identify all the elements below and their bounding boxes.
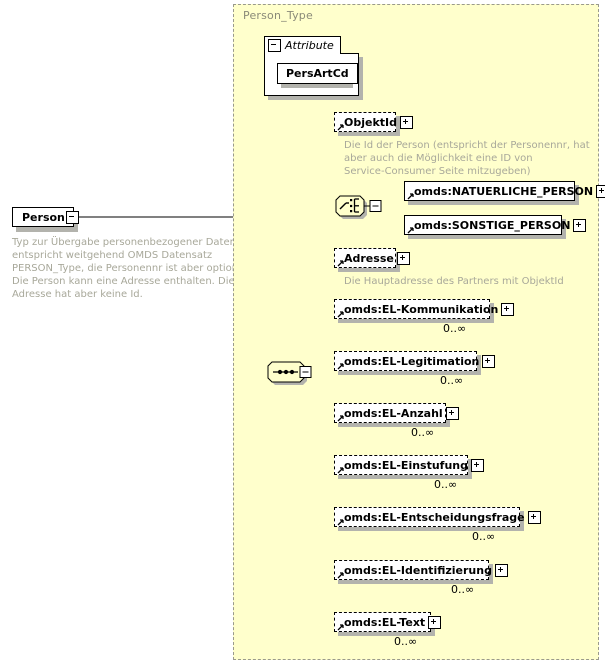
element-label: Adresse (344, 251, 394, 265)
element-node-el-kommunikation[interactable]: omds:EL-Kommunikation (334, 299, 515, 319)
element-node-sonstige-person[interactable]: omds:SONSTIGE_PERSON (404, 215, 587, 235)
element-label: omds:EL-Identifizierung (344, 563, 492, 577)
element-node-el-identifizierung[interactable]: omds:EL-Identifizierung (334, 560, 508, 580)
cardinality-label: 0..∞ (411, 426, 435, 439)
element-label: ObjektId (344, 115, 397, 129)
element-node-el-legitimation[interactable]: omds:EL-Legitimation (334, 351, 496, 371)
element-annotation-objektid: Die Id der Person (entspricht der Person… (344, 140, 590, 177)
person-collapse-toggle[interactable] (66, 211, 79, 224)
expand-toggle-icon[interactable] (596, 184, 605, 198)
expand-toggle-icon[interactable] (471, 458, 485, 472)
expand-toggle-icon[interactable] (573, 218, 587, 232)
expand-toggle-icon[interactable] (527, 510, 541, 524)
root-element-annotation: Typ zur Übergabe personenbezogener Daten… (12, 237, 251, 300)
choice-compositor[interactable] (333, 194, 382, 219)
expand-toggle-icon[interactable] (396, 251, 410, 265)
expand-toggle-icon[interactable] (482, 354, 496, 368)
element-node-el-einstufung[interactable]: omds:EL-Einstufung (334, 455, 485, 475)
cardinality-label: 0..∞ (394, 635, 418, 648)
attribute-group-header[interactable]: Attribute (264, 36, 341, 54)
element-label: omds:EL-Entscheidungsfrage (344, 510, 525, 524)
attribute-item-label: PersArtCd (286, 67, 349, 80)
root-element-person[interactable]: Person (12, 207, 74, 227)
type-container-person-type (233, 4, 599, 660)
expand-toggle-icon[interactable] (494, 563, 508, 577)
element-node-el-text[interactable]: omds:EL-Text (334, 612, 442, 632)
element-label: omds:EL-Legitimation (344, 354, 480, 368)
type-container-title: Person_Type (243, 9, 313, 22)
cardinality-label: 0..∞ (472, 530, 496, 543)
element-label: omds:SONSTIGE_PERSON (414, 218, 571, 232)
element-label: omds:EL-Text (344, 615, 426, 629)
expand-toggle-icon[interactable] (400, 115, 413, 129)
cardinality-label: 0..∞ (440, 374, 464, 387)
expand-toggle-icon[interactable] (445, 406, 459, 420)
element-annotation-adresse: Die Hauptadresse des Partners mit Objekt… (344, 276, 564, 287)
element-label: omds:EL-Anzahl (344, 406, 443, 420)
root-element-label: Person (22, 210, 65, 224)
element-node-objektid[interactable]: ObjektId (334, 112, 413, 132)
attribute-group-label: Attribute (285, 39, 334, 52)
cardinality-label: 0..∞ (434, 478, 458, 491)
sequence-compositor[interactable] (265, 360, 312, 385)
element-node-adresse[interactable]: Adresse (334, 248, 410, 268)
element-node-el-anzahl[interactable]: omds:EL-Anzahl (334, 403, 459, 423)
element-label: omds:NATUERLICHE_PERSON (414, 184, 594, 198)
cardinality-label: 0..∞ (451, 583, 475, 596)
cardinality-label: 0..∞ (443, 322, 467, 335)
element-label: omds:EL-Einstufung (344, 458, 469, 472)
element-label: omds:EL-Kommunikation (344, 302, 499, 316)
attribute-item-persartcd[interactable]: PersArtCd (277, 63, 358, 84)
element-node-el-entscheidungsfrage[interactable]: omds:EL-Entscheidungsfrage (334, 507, 541, 527)
element-node-natuerliche-person[interactable]: omds:NATUERLICHE_PERSON (404, 181, 605, 201)
expand-toggle-icon[interactable] (501, 302, 515, 316)
attribute-collapse-toggle-icon[interactable] (268, 39, 281, 52)
expand-toggle-icon[interactable] (428, 615, 442, 629)
